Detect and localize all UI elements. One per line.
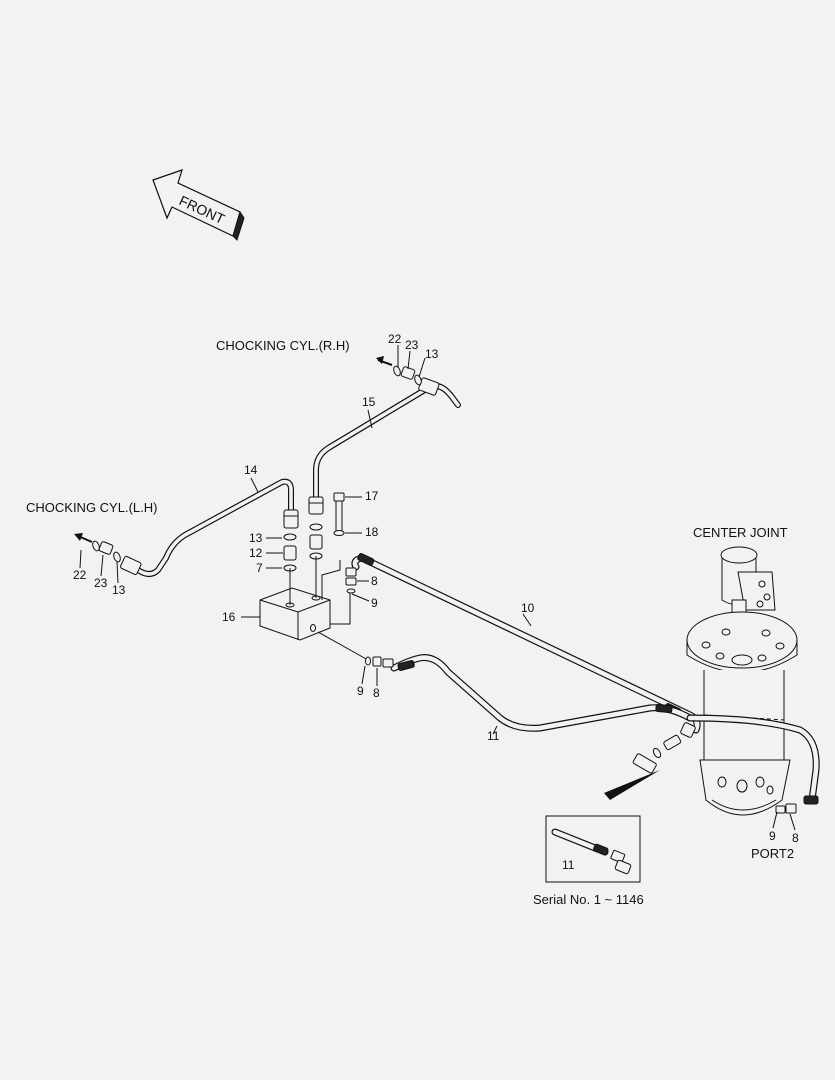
callout-14: 14 [244,463,258,477]
callout-9-top: 9 [371,596,378,610]
connector-23-lh [98,541,114,555]
inset-detail: 11 Serial No. 1 ~ 1146 [533,770,660,907]
hose-11-end [397,659,415,671]
pipe-14 [120,478,299,577]
center-joint [686,546,798,816]
pipe-15 [308,377,461,515]
hose-10 [351,553,701,738]
callout-12: 12 [249,546,263,560]
callout-11: 11 [487,729,500,743]
callout-8-port: 8 [792,831,799,845]
callout-9-bot: 9 [357,684,364,698]
connector-12 [283,545,297,561]
pipe-14-nut [283,509,299,529]
callout-16: 16 [222,610,236,624]
label-port2: PORT2 [751,846,794,861]
callout-18: 18 [365,525,379,539]
front-arrow: FRONT [152,169,245,241]
pipe-15-nut [308,496,324,515]
seal-13b [309,523,323,531]
seal-13-lh [113,551,121,563]
callout-8-bot: 8 [373,686,380,700]
rh-fittings [376,356,422,386]
callout-23-lh: 23 [94,576,108,590]
label-chocking-rh: CHOCKING CYL.(R.H) [216,338,350,353]
inset-caption: Serial No. 1 ~ 1146 [533,892,644,907]
callout-22-lh: 22 [73,568,87,582]
bolt-17-head [333,492,345,502]
callout-22-rh: 22 [388,332,402,346]
callout-9-port: 9 [769,829,776,843]
valve-block-16 [259,556,369,661]
callout-8-top: 8 [371,574,378,588]
bolt-17-shank [335,500,343,532]
seal-13-rh [414,374,422,386]
pipe-14-lh-nut [120,555,142,575]
callout-23-rh: 23 [405,338,419,352]
callout-13-rh: 13 [425,347,439,361]
inset-callout: 11 [562,858,575,872]
hose-10-end-top [357,553,375,566]
loose-fittings [632,734,682,774]
seal-13 [283,533,297,541]
connector-12b [309,534,323,550]
callout-numbers: 22 23 13 15 14 17 18 13 12 7 16 8 9 10 9… [73,332,799,845]
label-chocking-lh: CHOCKING CYL.(L.H) [26,500,157,515]
fittings-8-9-lower [365,656,394,668]
hose-11 [390,654,694,732]
washer-18 [333,530,345,536]
label-center-joint: CENTER JOINT [693,525,788,540]
callout-17: 17 [365,489,379,503]
connector-23-rh [400,366,416,380]
seal-22-rh [393,365,401,377]
callout-13: 13 [249,531,263,545]
callout-15: 15 [362,395,376,409]
seal-22-lh [92,540,100,552]
destination-labels: CHOCKING CYL.(R.H) CHOCKING CYL.(L.H) CE… [26,338,794,861]
valve-fittings-stack [283,492,345,572]
lh-fittings [74,533,121,563]
callout-13-lh: 13 [112,583,126,597]
hose-11-port2 [686,714,820,814]
callout-7: 7 [256,561,263,575]
leader-lines [79,345,796,831]
fittings-8-9-upper [345,567,357,594]
callout-10: 10 [521,601,535,615]
